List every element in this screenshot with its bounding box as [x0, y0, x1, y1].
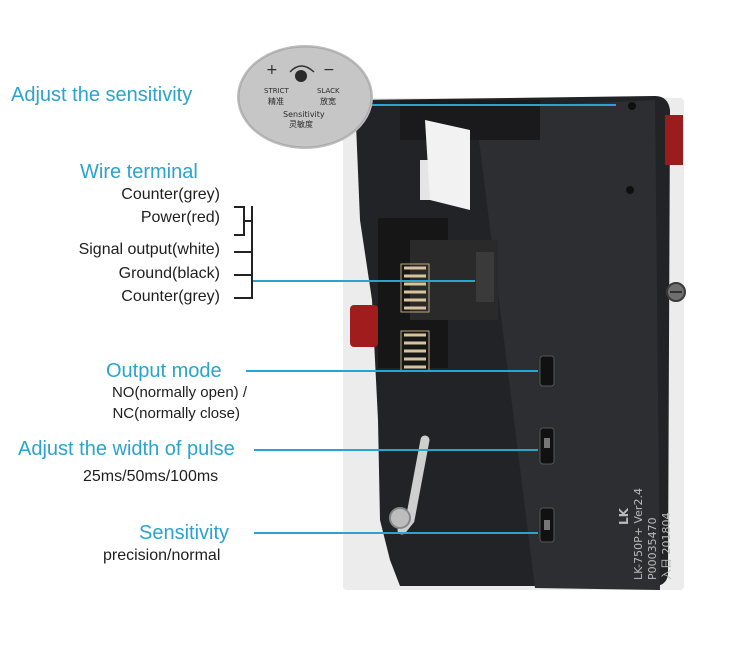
output-mode-leader: [246, 370, 538, 372]
sensitivity-values: precision/normal: [103, 547, 221, 564]
svg-text:−: −: [323, 62, 335, 78]
pulse-width-label: Adjust the width of pulse: [18, 438, 235, 460]
svg-text:入日 201804: 入日 201804: [660, 513, 673, 581]
dip-switches: [539, 355, 555, 543]
wire-item: Counter(grey): [121, 288, 220, 305]
pulse-width-values: 25ms/50ms/100ms: [83, 468, 219, 485]
svg-text:STRICT: STRICT: [264, 87, 290, 95]
red-wire: [665, 115, 683, 165]
pulse-width-leader: [254, 449, 538, 451]
adjust-sensitivity-label: Adjust the sensitivity: [11, 84, 193, 106]
wire-item: Power(red): [140, 209, 220, 226]
wire-terminal-label: Wire terminal: [80, 161, 198, 183]
svg-text:灵敏度: 灵敏度: [289, 119, 313, 129]
svg-text:P00035470: P00035470: [646, 517, 659, 580]
dial-knob: [295, 70, 307, 82]
wire-item: Signal output(white): [78, 241, 220, 258]
output-mode-desc-1: NO(normally open) /: [111, 384, 247, 401]
svg-text:精准: 精准: [268, 96, 284, 106]
svg-text:+: +: [266, 62, 278, 78]
wire-item: Ground(black): [118, 265, 220, 282]
adjust-sensitivity-leader: [372, 104, 616, 106]
wire-terminal-leader: [253, 280, 475, 282]
svg-text:LK-750P+ Ver2.4: LK-750P+ Ver2.4: [632, 488, 645, 580]
svg-text:放宽: 放宽: [320, 96, 336, 106]
bracket-top: [243, 206, 245, 236]
springs: [404, 266, 426, 369]
sensitivity-label: Sensitivity: [139, 522, 230, 544]
svg-text:SLACK: SLACK: [317, 87, 340, 95]
device-label: LK LK-750P+ Ver2.4 P00035470 入日 201804: [617, 488, 673, 580]
wire-item: Counter(grey): [121, 186, 220, 203]
sensitivity-leader: [254, 532, 538, 534]
output-mode-label: Output mode: [106, 360, 222, 382]
output-mode-desc-2: NC(normally close): [112, 405, 240, 422]
svg-text:LK: LK: [617, 507, 631, 525]
svg-text:Sensitivity: Sensitivity: [283, 110, 325, 119]
sensitivity-dial: + − STRICT SLACK 精准 放宽 Sensitivity 灵敏度: [237, 45, 373, 149]
red-wire-lower: [350, 305, 378, 347]
